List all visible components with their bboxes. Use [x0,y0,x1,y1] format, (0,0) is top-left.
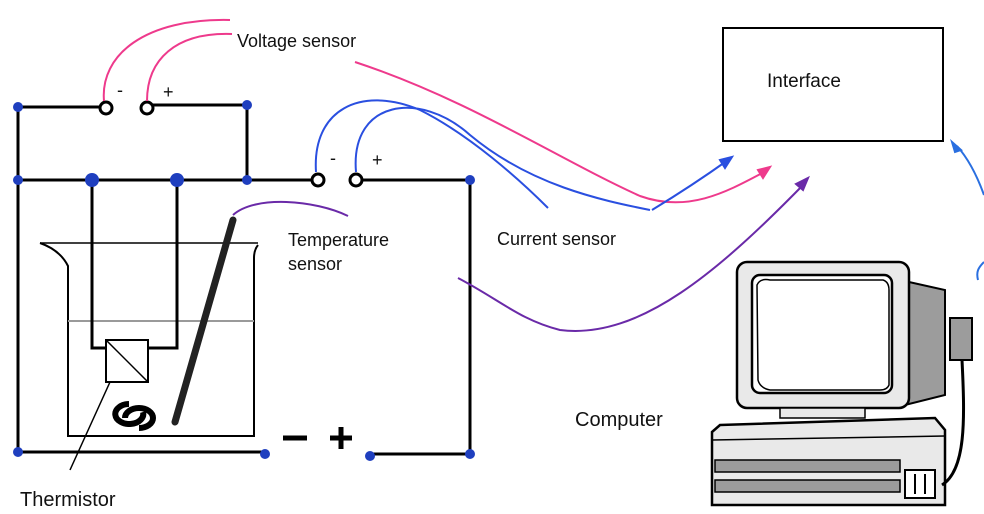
current-sensor-leads [314,99,735,211]
battery [283,427,352,449]
beaker [39,242,259,437]
temperature-sensor-label-line2: sensor [288,254,342,274]
current-minus-label: - [330,148,336,168]
voltage-plus-label: + [163,82,174,102]
thermistor-label: Thermistor [20,489,116,509]
circuit-wires [16,103,472,456]
circuit-nodes [13,100,475,461]
current-plus-label: + [372,150,383,170]
interface-computer-lead [950,138,984,281]
computer-icon [710,260,973,507]
current-sensor-label: Current sensor [497,229,616,249]
interface-label: Interface [767,71,841,92]
voltage-sensor-label: Voltage sensor [237,31,356,51]
interface-box [722,27,944,142]
computer-label: Computer [575,409,663,431]
sensor-terminals [98,100,364,188]
stirrer-icon [112,401,156,431]
temperature-sensor-label-line1: Temperature [288,230,389,250]
voltage-sensor-leads [102,18,773,204]
temperature-probe [171,216,237,426]
voltage-minus-label: - [117,80,123,100]
thermistor [69,339,149,471]
temperature-sensor-leads [232,175,810,332]
